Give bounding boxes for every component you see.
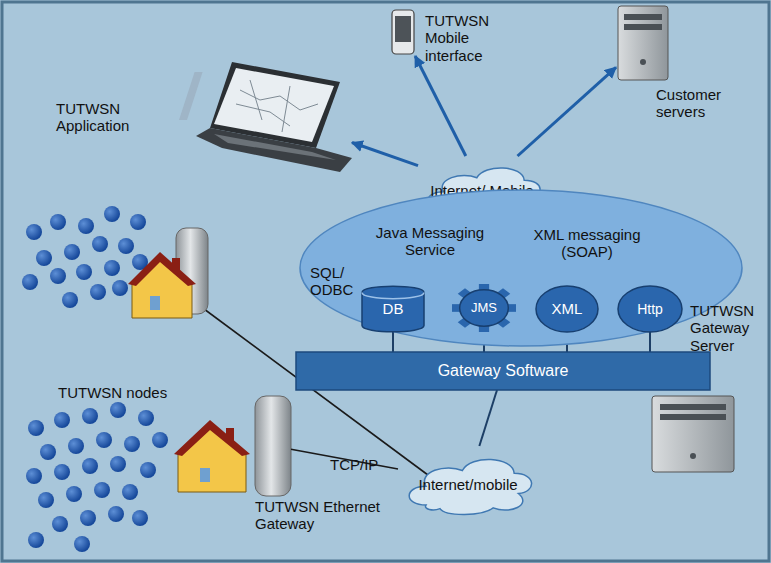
- sensor-dot: [152, 432, 168, 448]
- sensor-dot: [54, 464, 70, 480]
- node-text: Http: [618, 301, 682, 317]
- service-ellipse: [300, 190, 742, 346]
- sensor-dot: [90, 284, 106, 300]
- sensor-dot: [22, 274, 38, 290]
- sensor-dot: [64, 244, 80, 260]
- sensor-dot: [80, 510, 96, 526]
- sensor-nodes: [22, 206, 168, 552]
- node-text: TUTWSN Mobile interface: [425, 12, 525, 64]
- node-text: Customer servers: [656, 86, 746, 121]
- sensor-dot: [50, 268, 66, 284]
- free-label: TUTWSN nodes: [58, 384, 198, 401]
- service-circle: XML: [536, 286, 598, 332]
- sensor-dot: [74, 536, 90, 552]
- sensor-dot: [92, 236, 108, 252]
- sensor-dot: [52, 516, 68, 532]
- icon-node: TUTWSN Gateway Server: [652, 396, 734, 472]
- server-icon: [618, 6, 668, 80]
- sensor-dot: [26, 224, 42, 240]
- software-bar: Gateway Software: [296, 352, 710, 390]
- node-text: Java Messaging Service: [370, 224, 490, 259]
- house-gateway: [174, 396, 291, 496]
- service-circle: [618, 286, 682, 332]
- node-text: SQL/ ODBC: [310, 264, 366, 299]
- icon-node: TUTWSN Ethernet Gateway: [255, 396, 291, 496]
- node-text: TUTWSN Gateway Server: [690, 302, 768, 354]
- icon-node: TUTWSN Application: [206, 62, 352, 172]
- sensor-dot: [68, 438, 84, 454]
- sensor-dot: [62, 292, 78, 308]
- sensor-dot: [66, 486, 82, 502]
- database-icon: [362, 286, 424, 332]
- sensor-dot: [104, 206, 120, 222]
- sensor-dot: [108, 506, 124, 522]
- sensor-dot: [28, 420, 44, 436]
- wire-connector: [392, 332, 394, 352]
- phone-icon: [392, 10, 414, 54]
- sensor-dot: [82, 458, 98, 474]
- node-text: XML: [536, 300, 598, 317]
- sensor-dot: [82, 408, 98, 424]
- software-bar: [296, 352, 710, 390]
- sensor-dot: [50, 214, 66, 230]
- sensor-dot: [94, 482, 110, 498]
- node-text: XML messaging (SOAP): [522, 226, 652, 261]
- icon-node: TUTWSN Mobile interface: [389, 8, 417, 56]
- service-circle: [536, 286, 598, 332]
- service-ellipse: Java Messaging Service XML messaging (SOA…: [300, 190, 742, 346]
- house-gateway: [128, 228, 208, 318]
- service-circle: Http: [618, 286, 682, 332]
- sensor-dot: [54, 412, 70, 428]
- database-rim: [362, 292, 424, 298]
- sensor-dot: [140, 462, 156, 478]
- sensor-dot: [124, 436, 140, 452]
- sensor-dot: [104, 260, 120, 276]
- sensor-dot: [130, 214, 146, 230]
- icon-node: Customer servers: [616, 4, 670, 82]
- service-gear: JMS: [452, 284, 516, 332]
- sensor-dot: [28, 532, 44, 548]
- arrow-connector: [518, 67, 616, 156]
- sensor-dot: [38, 492, 54, 508]
- sensor-dot: [112, 280, 128, 296]
- sensor-dot: [122, 484, 138, 500]
- node-text: Internet/mobile: [398, 476, 538, 493]
- sensor-dot: [110, 456, 126, 472]
- server-icon: [652, 396, 734, 472]
- sensor-dot: [76, 264, 92, 280]
- sensor-dot: [36, 250, 52, 266]
- sensor-dot: [78, 218, 94, 234]
- sensor-dot: [26, 468, 42, 484]
- sensor-dot: [110, 402, 126, 418]
- wire-connector: [649, 332, 651, 352]
- arrow-connector: [415, 56, 466, 156]
- database-icon: DB: [362, 286, 424, 332]
- sensor-dot: [138, 410, 154, 426]
- arrow-connector: [352, 143, 418, 166]
- sensor-dot: [96, 432, 112, 448]
- sensor-dot: [118, 238, 134, 254]
- node-text: JMS: [452, 301, 516, 316]
- sensor-dot: [40, 444, 56, 460]
- node-text: TUTWSN Ethernet Gateway: [255, 498, 385, 533]
- wire-connector: [479, 390, 497, 446]
- node-text: Gateway Software: [296, 362, 710, 380]
- sensor-dot: [132, 510, 148, 526]
- node-text: TUTWSN Application: [56, 100, 176, 135]
- laptop-icon: [179, 62, 352, 172]
- network-cloud: Internet/mobile: [398, 446, 538, 518]
- node-text: DB: [362, 300, 424, 317]
- free-label: TCP/IP: [330, 456, 400, 473]
